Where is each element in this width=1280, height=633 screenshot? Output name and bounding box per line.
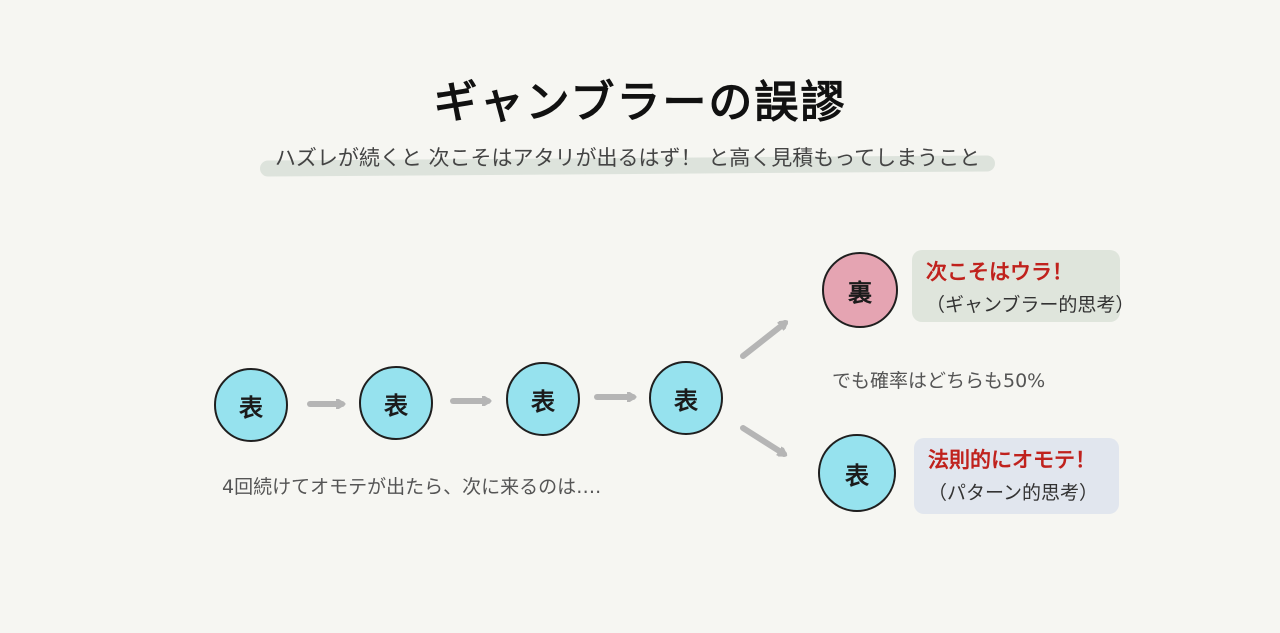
coin-3: 表 (506, 362, 580, 436)
subtitle-block: ハズレが続くと 次こそはアタリが出るはず！ と高く見積もってしまうこと (259, 142, 996, 178)
arrow-up-branch (740, 320, 785, 359)
outcome-headline-pattern: 法則的にオモテ！ (928, 448, 1096, 472)
coin-2: 表 (359, 366, 433, 440)
sequence-caption: 4回続けてオモテが出たら、次に来るのは…. (222, 476, 602, 498)
outcome-note-pattern: （パターン的思考） (928, 482, 1099, 504)
coin-4: 表 (649, 361, 723, 435)
outcome-coin-ura: 裏 (822, 252, 898, 328)
outcome-bubble-pattern: 法則的にオモテ！ （パターン的思考） (914, 438, 1119, 514)
coin-1: 表 (214, 368, 288, 442)
page-title: ギャンブラーの誤謬 (433, 77, 847, 128)
outcome-note-gambler: （ギャンブラー的思考） (926, 294, 1135, 316)
subtitle: ハズレが続くと 次こそはアタリが出るはず！ と高く見積もってしまうこと (274, 146, 981, 170)
outcome-headline-gambler: 次こそはウラ！ (926, 260, 1073, 284)
outcome-coin-omote: 表 (818, 434, 896, 512)
outcome-bubble-gambler: 次こそはウラ！ （ギャンブラー的思考） (912, 250, 1135, 322)
arrow-down-branch (740, 425, 784, 457)
probability-note: でも確率はどちらも50% (832, 370, 1046, 392)
